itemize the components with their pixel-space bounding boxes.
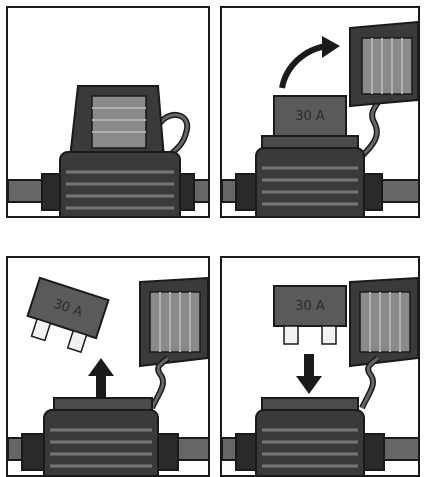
collar-right (361, 433, 385, 471)
curved-arrow-icon (279, 43, 327, 89)
cap-face (149, 291, 201, 353)
panel-closed-holder (6, 6, 210, 218)
panel-fuse-inserted: 30 A (220, 256, 420, 477)
cap-face (359, 291, 411, 353)
fuse-inserted-illustration: 30 A (222, 276, 418, 475)
holder-body (255, 147, 365, 216)
fuse: 30 A (273, 285, 347, 345)
panel-cap-removed: 30 A (220, 6, 420, 218)
cap-removed-illustration: 30 A (222, 20, 418, 216)
collar-left (235, 173, 259, 211)
fuse: 30 A (26, 276, 110, 354)
fuse-rating-label: 30 A (295, 299, 325, 314)
cap-face (91, 95, 147, 149)
fuse (273, 95, 347, 137)
fuse-removed-illustration: 30 A (8, 276, 208, 475)
fuse-rating-label: 30 A (295, 109, 325, 124)
cap-face (361, 37, 413, 95)
collar-left (235, 433, 259, 471)
closed-holder-illustration (8, 85, 208, 216)
arrow-up-icon (88, 358, 114, 400)
arrow-down-icon (296, 354, 322, 394)
collar-right (155, 433, 179, 471)
collar-left (21, 433, 47, 471)
panel-fuse-removed: 30 A (6, 256, 210, 477)
